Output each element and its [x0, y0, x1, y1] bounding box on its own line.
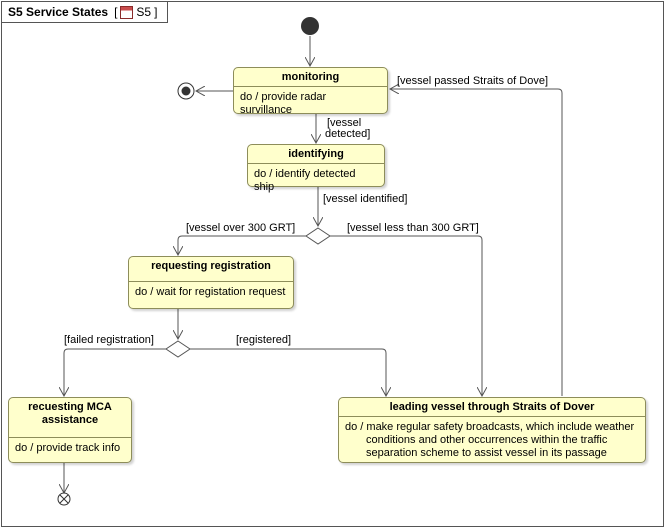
- diagram-id: [ S5 ]: [114, 5, 158, 19]
- state-leading-vessel[interactable]: leading vessel through Straits of Dover …: [338, 397, 646, 463]
- decision-node-size[interactable]: [305, 227, 331, 245]
- guard-registered: [registered]: [236, 334, 292, 346]
- flow-final-cross: [59, 494, 69, 504]
- transition-less300[interactable]: [330, 235, 482, 396]
- guard-passed: [vessel passed Straits of Dove]: [397, 75, 549, 87]
- state-activity: do / wait for registation request: [135, 286, 286, 298]
- state-identifying[interactable]: identifying do / identify detected ship: [247, 144, 385, 193]
- state-diagram-icon: [120, 5, 134, 19]
- guard-less300: [vessel less than 300 GRT]: [347, 222, 479, 234]
- state-requesting-registration[interactable]: requesting registration do / wait for re…: [128, 256, 294, 309]
- transition-failed[interactable]: [64, 348, 166, 396]
- state-activity: do / identify detected ship: [254, 168, 356, 193]
- diagram-id-label: S5: [136, 5, 152, 19]
- state-name: recuesting MCA assistance: [9, 398, 131, 438]
- guard-failed: [failed registration]: [64, 334, 154, 346]
- decision-node-registration[interactable]: [165, 340, 191, 358]
- state-name: leading vessel through Straits of Dover: [339, 398, 645, 417]
- state-activity: do / provide track info: [15, 442, 121, 454]
- initial-node[interactable]: [301, 17, 319, 35]
- guard-detected-1: [vessel: [327, 117, 362, 129]
- diagram-title: S5 Service States: [8, 5, 109, 19]
- guard-detected-2: detected]: [325, 128, 371, 140]
- state-name: identifying: [248, 145, 384, 164]
- guard-over300: [vessel over 300 GRT]: [186, 222, 296, 234]
- transition-registered[interactable]: [190, 348, 386, 396]
- state-activity: do / provide radar survillance: [240, 91, 327, 116]
- transition-passed[interactable]: [390, 89, 563, 396]
- state-name: monitoring: [234, 68, 387, 87]
- state-activity: do / make regular safety broadcasts, whi…: [345, 421, 635, 459]
- transition-over300[interactable]: [178, 235, 306, 255]
- state-monitoring[interactable]: monitoring do / provide radar survillanc…: [233, 67, 388, 116]
- final-state-core: [181, 86, 191, 96]
- diagram-title-tab[interactable]: S5 Service States [ S5 ]: [2, 2, 169, 23]
- state-name: requesting registration: [129, 257, 293, 282]
- guard-identified: [vessel identified]: [323, 193, 408, 205]
- state-recuesting-mca-assistance[interactable]: recuesting MCA assistance do / provide t…: [8, 397, 132, 463]
